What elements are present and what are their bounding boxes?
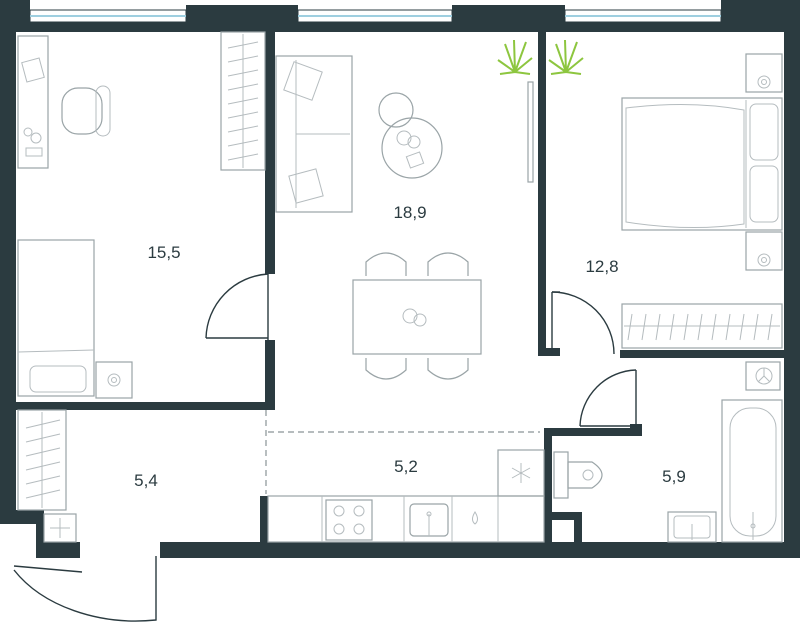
- wardrobe: [220, 31, 266, 171]
- coffee-table: [381, 117, 443, 179]
- desk: [17, 35, 49, 169]
- electric-panel: [43, 513, 77, 543]
- refrigerator: [497, 449, 545, 497]
- tv: [527, 81, 534, 183]
- left-bedroom-furniture: [17, 31, 266, 399]
- sofa: [275, 55, 353, 213]
- bathroom-furniture: [553, 361, 783, 543]
- area-label-living-room: 18,9: [393, 203, 426, 222]
- area-label-bedroom-right: 12,8: [585, 257, 618, 276]
- nightstand-bottom: [745, 231, 783, 271]
- bathtub: [721, 399, 783, 543]
- dining-chair: [365, 252, 407, 276]
- snowflake-icon: [511, 463, 531, 483]
- area-label-bedroom-left: 15,5: [147, 243, 180, 262]
- nightstand-top: [745, 53, 783, 93]
- double-bed: [621, 97, 783, 231]
- single-bed: [17, 239, 95, 397]
- pouf: [378, 92, 414, 128]
- hall-wardrobe: [17, 409, 67, 511]
- doors: [13, 273, 637, 622]
- area-label-bathroom: 5,9: [662, 467, 686, 486]
- wardrobe-right: [621, 303, 783, 349]
- nightstand: [95, 361, 133, 399]
- toilet: [567, 461, 603, 489]
- windows: [29, 9, 722, 23]
- chair: [61, 87, 103, 135]
- area-label-hall: 5,4: [134, 471, 158, 490]
- living-room-furniture: [275, 55, 534, 380]
- toilet-tank: [553, 451, 569, 499]
- cooktop: [325, 499, 373, 541]
- plant-icon: [497, 39, 584, 75]
- walls: [0, 0, 800, 558]
- dining-table: [352, 279, 482, 355]
- boiler: [745, 361, 781, 391]
- washbasin: [667, 511, 717, 543]
- kitchen-counter: [267, 495, 545, 543]
- right-bedroom-furniture: [621, 53, 783, 349]
- water-drop-icon: [472, 511, 478, 525]
- hall-furniture: [17, 409, 77, 543]
- kitchen-furniture: [267, 449, 545, 543]
- area-label-kitchen: 5,2: [394, 457, 418, 476]
